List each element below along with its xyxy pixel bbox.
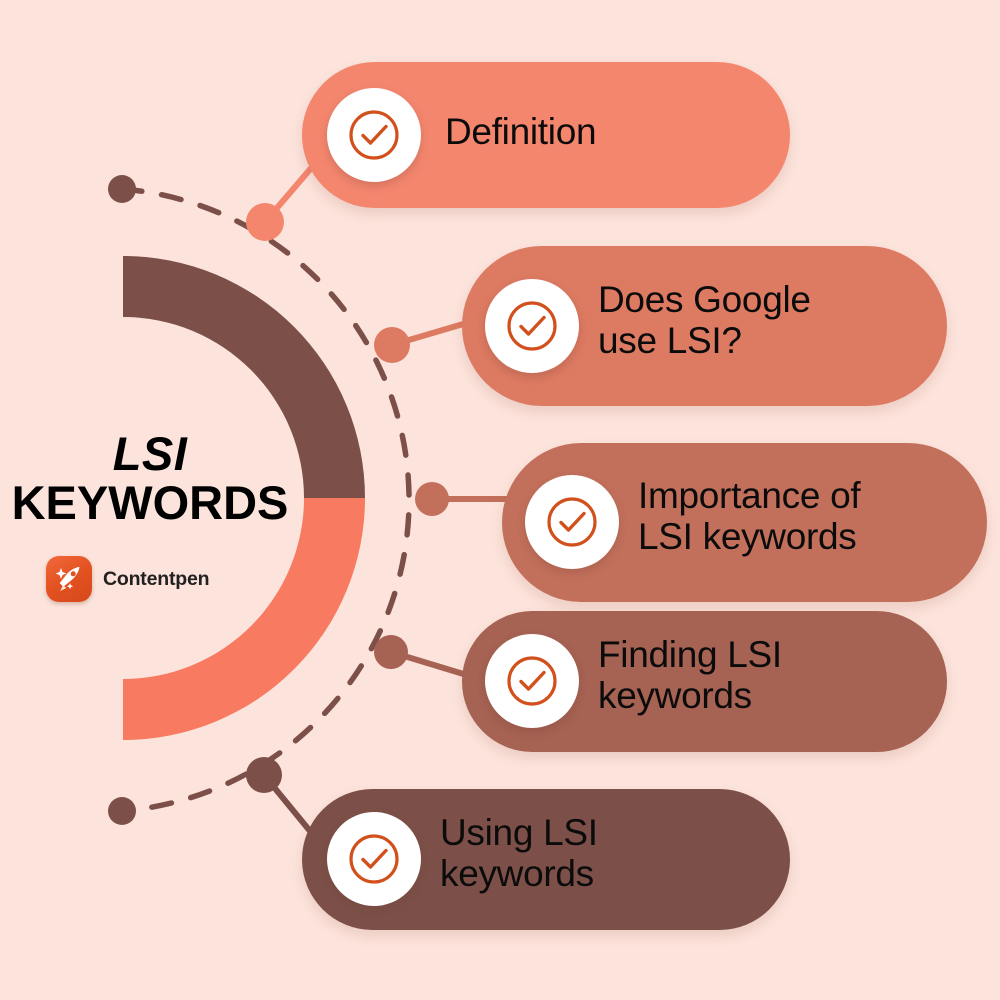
title-line-1: LSI xyxy=(112,427,188,480)
title-line-2: KEYWORDS xyxy=(11,476,289,529)
badge-4 xyxy=(485,634,579,728)
list-item-label: Using LSI keywords xyxy=(440,812,598,894)
brand-name-label: Contentpen xyxy=(103,567,210,590)
list-item-definition[interactable]: Definition xyxy=(302,62,790,208)
list-item-label: Finding LSI keywords xyxy=(598,634,782,716)
list-item-finding-lsi-keywords[interactable]: Finding LSI keywords xyxy=(462,611,947,752)
connector-node-5[interactable] xyxy=(246,757,282,793)
badge-3 xyxy=(525,475,619,569)
list-item-does-google-use-lsi[interactable]: Does Google use LSI? xyxy=(462,246,947,406)
check-circle-icon xyxy=(349,834,399,884)
connector-node-4[interactable] xyxy=(374,635,408,669)
endpoint-dot-bottom xyxy=(108,797,136,825)
check-circle-icon xyxy=(507,301,557,351)
list-item-label: Definition xyxy=(445,111,597,152)
list-item-using-lsi-keywords[interactable]: Using LSI keywords xyxy=(302,789,790,930)
check-circle-icon xyxy=(507,656,557,706)
badge-5 xyxy=(327,812,421,906)
brand-logo: Contentpen xyxy=(46,556,210,602)
list-item-label: Importance of LSI keywords xyxy=(638,475,861,557)
connector-node-2[interactable] xyxy=(374,327,410,363)
list-item-label: Does Google use LSI? xyxy=(598,279,811,361)
badge-2 xyxy=(485,279,579,373)
check-circle-icon xyxy=(349,110,399,160)
center-title-block: LSI KEYWORDS xyxy=(0,430,300,527)
endpoint-dot-top xyxy=(108,175,136,203)
badge-1 xyxy=(327,88,421,182)
connector-node-1[interactable] xyxy=(246,203,284,241)
connector-node-3[interactable] xyxy=(415,482,449,516)
list-item-importance-of-lsi-keywords[interactable]: Importance of LSI keywords xyxy=(502,443,987,602)
rocket-sparkle-icon xyxy=(46,556,92,602)
check-circle-icon xyxy=(547,497,597,547)
